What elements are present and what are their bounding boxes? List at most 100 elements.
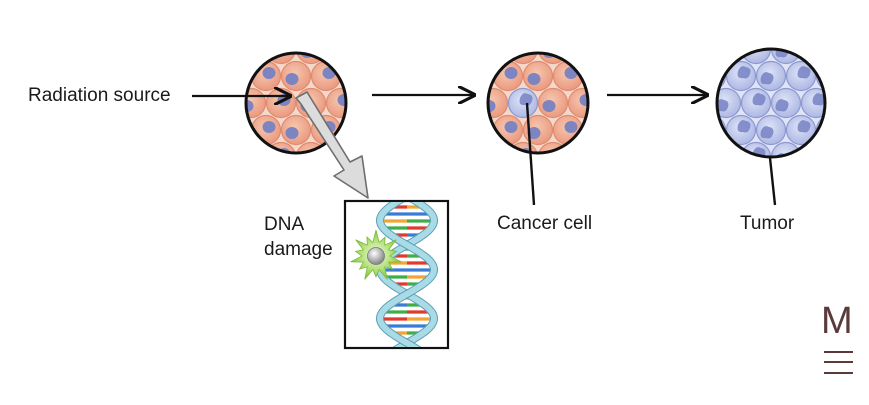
normal-cell [372,8,401,37]
cell-nucleus [346,127,359,139]
normal-cell [192,116,221,145]
cell-nucleus [445,175,458,187]
normal-cell [434,62,463,91]
cell-nucleus [580,148,593,160]
cell-nucleus [338,40,351,52]
cell-nucleus [423,154,436,166]
normal-cell [479,143,508,172]
normal-cell [222,170,251,199]
cancer-cell [832,89,861,118]
normal-cell [237,35,266,64]
cancer-nucleus [821,126,834,138]
normal-cell [524,170,553,199]
cell-nucleus [383,121,396,133]
cancer-nucleus [701,18,714,30]
normal-cell [222,116,251,145]
cancer-nucleus [761,18,774,30]
normal-cell [464,8,493,37]
cell-nucleus [241,154,254,166]
cancer-cell [847,8,869,37]
cancer-cell [697,8,726,37]
cancer-cell [652,89,681,118]
cell-nucleus [445,67,458,79]
cell-nucleus [203,175,216,187]
cell-nucleus [263,67,276,79]
normal-cell [449,35,478,64]
cancer-cell [757,8,786,37]
logo-letter: M [821,302,853,340]
normal-cell [282,8,311,37]
cancer-cell [682,89,711,118]
cancer-nucleus [716,45,729,57]
normal-cell [327,35,356,64]
normal-cell [222,62,251,91]
normal-cell [434,116,463,145]
normal-cell [357,89,386,118]
cancer-nucleus [738,174,751,186]
cell-nucleus [565,13,578,25]
cancer-cell [682,143,711,172]
cancer-nucleus [678,66,691,78]
cell-nucleus [468,181,481,193]
cell-nucleus [505,13,518,25]
cancer-cell [727,8,756,37]
cell-nucleus [625,13,638,25]
cell-nucleus [588,127,601,139]
normal-cell [524,8,553,37]
cell-nucleus [460,148,473,160]
normal-cell [449,89,478,118]
cell-nucleus [263,175,276,187]
cell-nucleus [181,46,194,58]
normal-cell [192,62,221,91]
cell-nucleus [323,13,336,25]
cancer-nucleus [836,45,849,57]
cell-nucleus [625,121,638,133]
normal-cell [177,35,206,64]
normal-cell [342,62,371,91]
cancer-cell [802,143,831,172]
cancer-cell [667,116,696,145]
cancer-cell [667,170,696,199]
cell-nucleus [218,40,231,52]
cancer-nucleus [716,153,729,165]
cancer-nucleus [701,180,714,192]
normal-cell [342,8,371,37]
cell-nucleus [468,73,481,85]
cell-nucleus [625,175,638,187]
cell-nucleus [445,13,458,25]
cancer-nucleus [701,126,714,138]
cell-nucleus [565,121,578,133]
cancer-cell [682,35,711,64]
cell-nucleus [286,73,299,85]
cancer-cell [667,8,696,37]
cell-nucleus [203,13,216,25]
normal-tissue-circle [177,8,401,199]
cell-nucleus [588,181,601,193]
cancer-nucleus [813,147,826,159]
cell-nucleus [361,46,374,58]
radiation-source-label: Radiation source [28,84,171,108]
cell-nucleus [543,100,556,112]
normal-cell [252,8,281,37]
cell-nucleus [383,67,396,79]
cell-nucleus [460,40,473,52]
normal-cell [192,170,221,199]
cell-nucleus [505,121,518,133]
cancer-nucleus [678,120,691,132]
normal-cell [372,116,401,145]
normal-cell [599,89,628,118]
cell-nucleus [346,73,359,85]
cancer-cell-label: Cancer cell [497,212,592,236]
normal-cell [584,116,613,145]
normal-cell [494,170,523,199]
cancer-cell [712,35,741,64]
cell-nucleus [323,175,336,187]
cell-nucleus [346,19,359,31]
cell-nucleus [218,148,231,160]
normal-cell [599,143,628,172]
cell-nucleus [588,73,601,85]
normal-cell [554,170,583,199]
cell-nucleus [286,127,299,139]
normal-cell [282,170,311,199]
normal-cell [177,89,206,118]
